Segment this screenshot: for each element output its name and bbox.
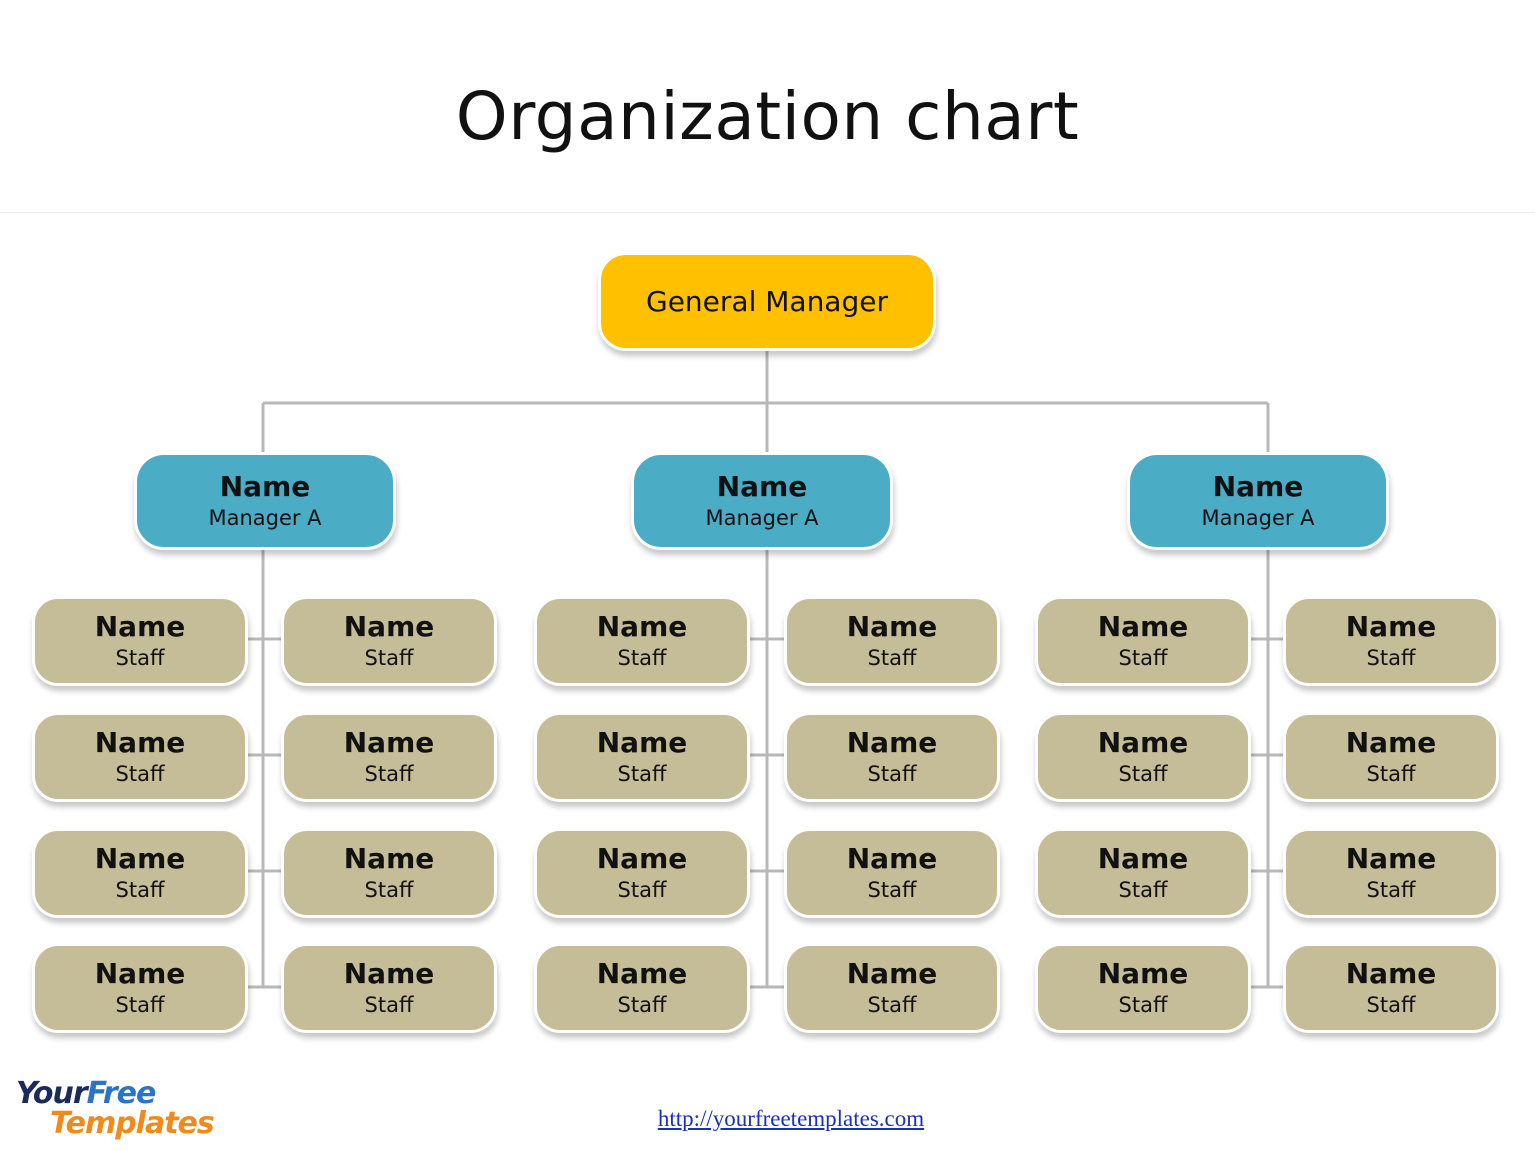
- staff-name: Name: [94, 610, 186, 643]
- logo-line1: YourFree: [16, 1076, 157, 1111]
- staff-role: Staff: [1366, 878, 1416, 902]
- staff-role: Staff: [867, 646, 917, 670]
- staff-name: Name: [846, 610, 938, 643]
- footer-website-link[interactable]: http://yourfreetemplates.com: [657, 1106, 925, 1131]
- staff-name: Name: [596, 610, 688, 643]
- brand-logo: YourFree Templates: [12, 1076, 215, 1146]
- logo-text-your: Your: [16, 1076, 88, 1111]
- staff-role: Staff: [617, 762, 667, 786]
- staff-name: Name: [1097, 842, 1189, 875]
- staff-role: Staff: [1118, 993, 1168, 1017]
- staff-role: Staff: [1118, 646, 1168, 670]
- staff-role: Staff: [1366, 762, 1416, 786]
- staff-role: Staff: [364, 762, 414, 786]
- staff-name: Name: [343, 726, 435, 759]
- manager-role: Manager A: [705, 506, 819, 530]
- staff-name: Name: [343, 842, 435, 875]
- staff-name: Name: [1345, 957, 1437, 990]
- title-divider: [0, 212, 1535, 213]
- manager-role: Manager A: [208, 506, 322, 530]
- staff-name: Name: [1345, 842, 1437, 875]
- staff-name: Name: [1345, 726, 1437, 759]
- staff-role: Staff: [617, 993, 667, 1017]
- staff-role: Staff: [364, 993, 414, 1017]
- staff-role: Staff: [617, 646, 667, 670]
- general-manager-box: General Manager: [598, 252, 936, 351]
- staff-name: Name: [1097, 957, 1189, 990]
- page-title: Organization chart: [455, 78, 1080, 155]
- staff-role: Staff: [115, 993, 165, 1017]
- staff-name: Name: [343, 957, 435, 990]
- manager-box-2: Name Manager A: [631, 452, 893, 550]
- staff-role: Staff: [115, 878, 165, 902]
- manager-name: Name: [219, 470, 311, 503]
- staff-role: Staff: [867, 878, 917, 902]
- staff-role: Staff: [867, 762, 917, 786]
- staff-role: Staff: [115, 762, 165, 786]
- staff-role: Staff: [617, 878, 667, 902]
- manager-name: Name: [716, 470, 808, 503]
- manager-box-1: Name Manager A: [134, 452, 396, 550]
- staff-name: Name: [343, 610, 435, 643]
- manager-name: Name: [1212, 470, 1304, 503]
- staff-role: Staff: [1118, 762, 1168, 786]
- staff-role: Staff: [115, 646, 165, 670]
- staff-name: Name: [846, 726, 938, 759]
- staff-role: Staff: [364, 878, 414, 902]
- staff-name: Name: [94, 842, 186, 875]
- staff-name: Name: [596, 842, 688, 875]
- logo-text-templates: Templates: [50, 1106, 215, 1141]
- staff-name: Name: [596, 957, 688, 990]
- staff-name: Name: [846, 842, 938, 875]
- staff-role: Staff: [1366, 646, 1416, 670]
- general-manager-label: General Manager: [646, 285, 888, 318]
- manager-role: Manager A: [1201, 506, 1315, 530]
- staff-name: Name: [596, 726, 688, 759]
- staff-role: Staff: [1366, 993, 1416, 1017]
- staff-name: Name: [846, 957, 938, 990]
- staff-name: Name: [1345, 610, 1437, 643]
- staff-role: Staff: [1118, 878, 1168, 902]
- staff-name: Name: [1097, 610, 1189, 643]
- manager-box-3: Name Manager A: [1127, 452, 1389, 550]
- staff-name: Name: [1097, 726, 1189, 759]
- staff-role: Staff: [364, 646, 414, 670]
- logo-text-free: Free: [86, 1076, 157, 1111]
- staff-role: Staff: [867, 993, 917, 1017]
- staff-name: Name: [94, 726, 186, 759]
- staff-name: Name: [94, 957, 186, 990]
